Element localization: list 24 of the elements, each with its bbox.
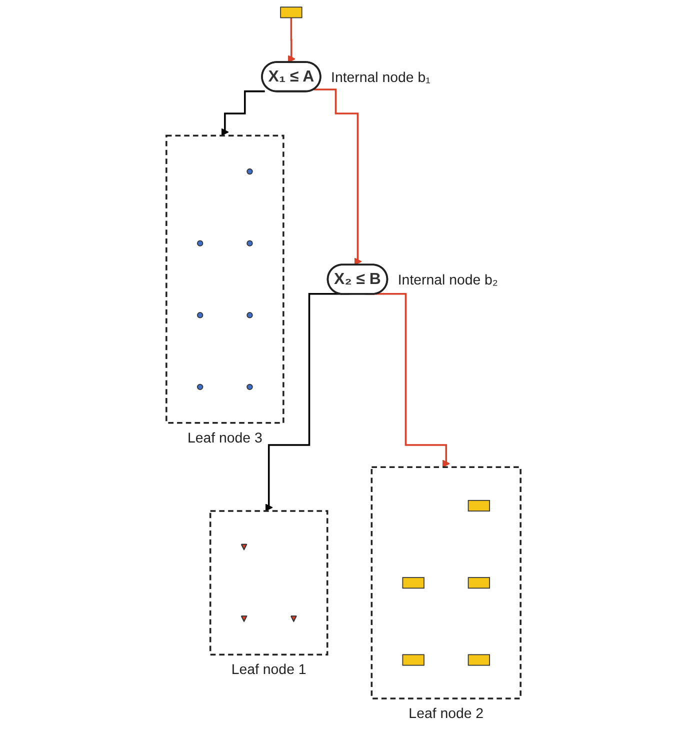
node-circle <box>246 168 253 175</box>
node-circle <box>246 240 253 246</box>
node-box <box>280 6 302 18</box>
node-circle <box>246 312 253 318</box>
node-box <box>468 654 490 666</box>
node-caption: Internal node b₁ <box>331 70 430 86</box>
node-box <box>402 654 424 666</box>
node-box <box>402 577 424 589</box>
arrow <box>221 90 265 136</box>
node-circle <box>196 312 204 318</box>
cluster <box>166 134 284 424</box>
node-box <box>468 500 490 512</box>
node-box <box>468 577 490 589</box>
cluster <box>370 466 522 700</box>
node-circle <box>196 384 204 390</box>
node-caption: Leaf node 2 <box>408 706 484 722</box>
node-caption: Leaf node 3 <box>187 430 262 446</box>
cluster <box>209 510 328 656</box>
node-caption: Leaf node 1 <box>231 662 306 678</box>
node-circle <box>196 240 204 246</box>
node-caption: Internal node b₂ <box>398 272 498 289</box>
arrow <box>288 16 296 63</box>
arrow <box>314 88 362 266</box>
node-circle <box>246 384 253 390</box>
